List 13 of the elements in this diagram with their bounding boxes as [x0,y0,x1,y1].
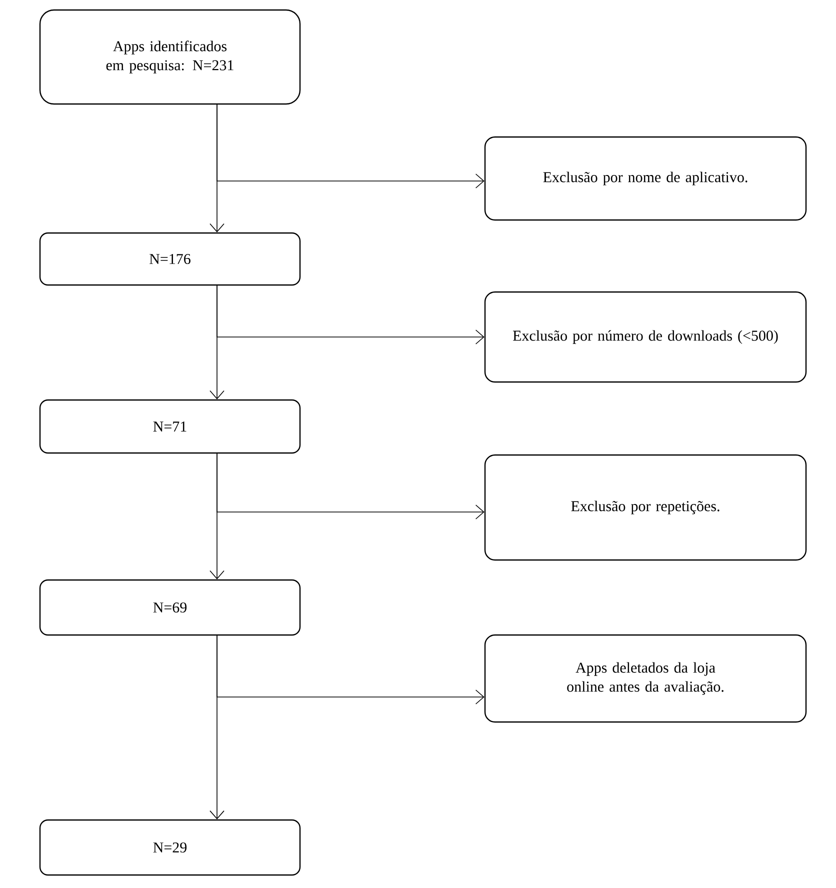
step-box: Apps identificados em pesquisa: N=231 [39,9,301,105]
step-box: N=29 [39,819,301,876]
exclusion-box: Exclusão por nome de aplicativo. [484,136,807,221]
exclusion-box: Exclusão por repetições. [484,454,807,561]
arrow [216,104,484,188]
exclusion-box: Apps deletados da loja online antes da avaliação. [484,634,807,723]
step-box: N=69 [39,579,301,636]
step-box: N=176 [39,232,301,286]
arrow [216,453,484,520]
arrow [216,635,484,704]
step-box: N=71 [39,399,301,454]
exclusion-box: Exclusão por número de downloads (<500) [484,291,807,383]
arrow [216,285,484,344]
